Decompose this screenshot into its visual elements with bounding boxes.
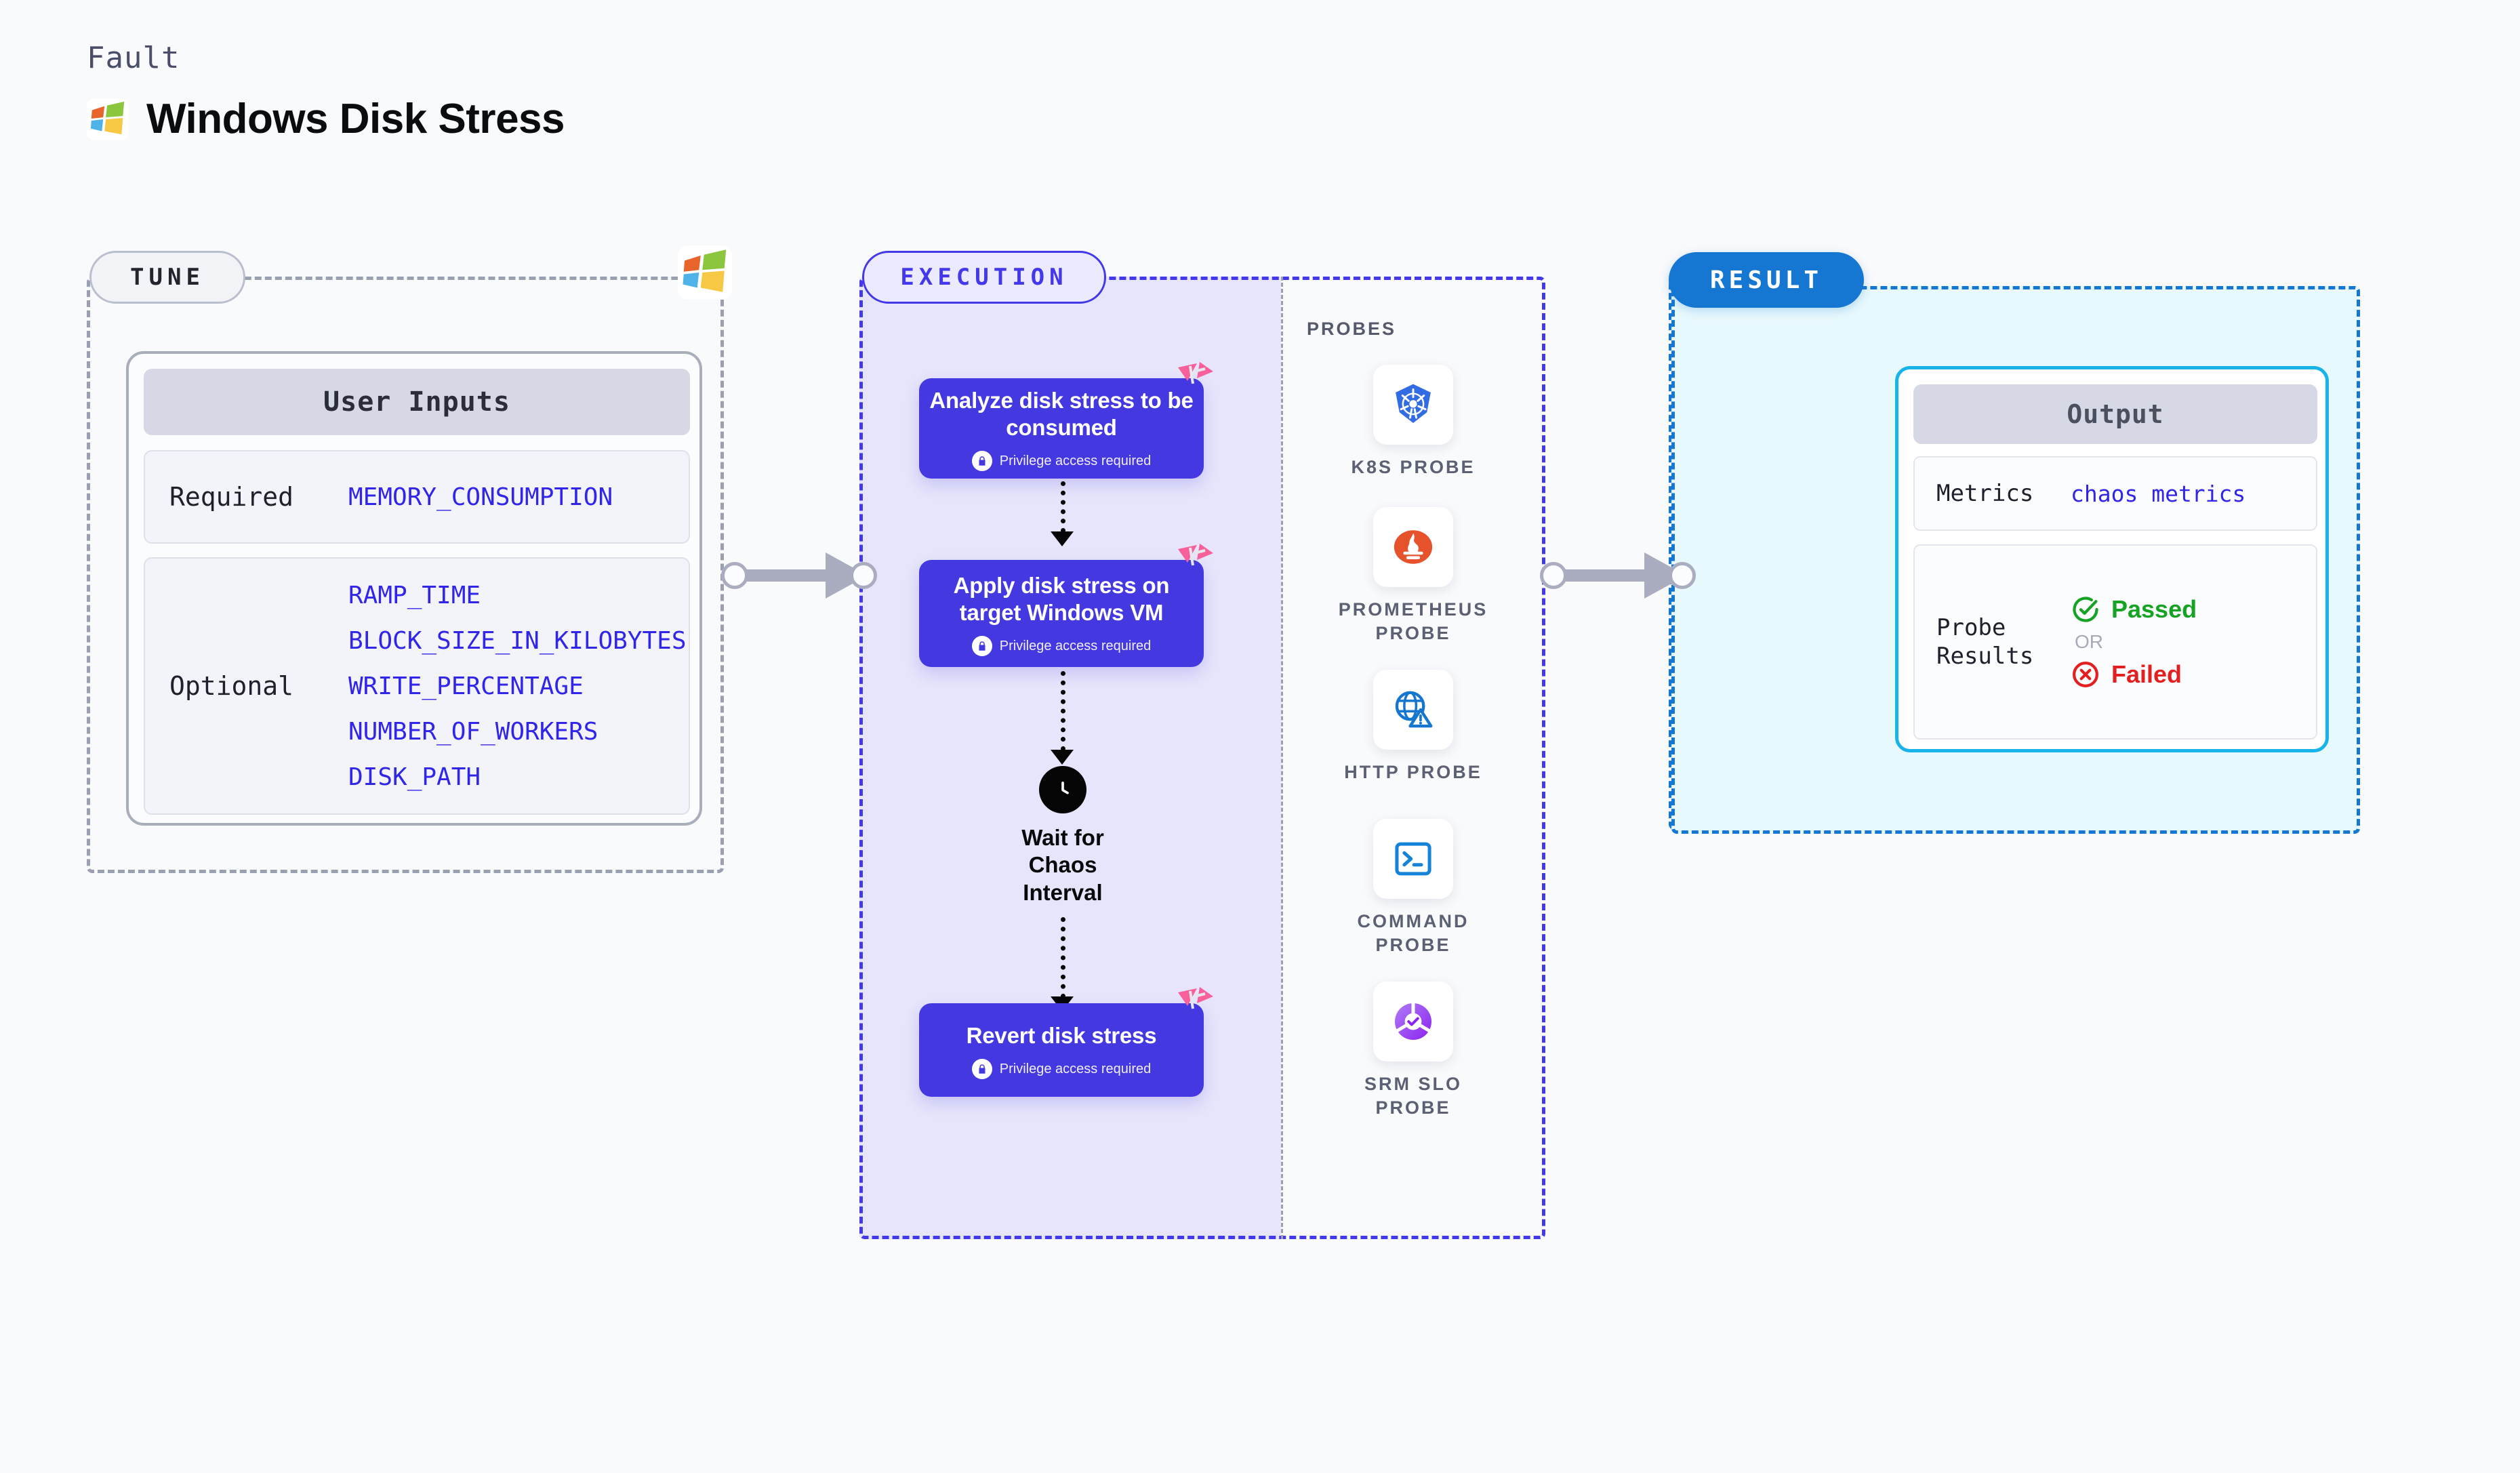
terminal-icon [1373, 819, 1453, 899]
privilege-text: Privilege access required [999, 638, 1152, 653]
output-card: Output Metrics chaos metrics Probe Resul… [1895, 366, 2329, 752]
srm-slo-icon [1373, 982, 1453, 1062]
input-name[interactable]: DISK_PATH [348, 763, 481, 791]
litmus-chaos-icon [1174, 542, 1216, 580]
execution-step[interactable]: Revert disk stress Privilege access requ… [919, 987, 1213, 1097]
connector-tune-to-execution [721, 552, 877, 599]
page-title: Windows Disk Stress [146, 96, 565, 142]
probe-result-failed: Failed [2071, 660, 2197, 689]
user-inputs-card: User Inputs Required MEMORY_CONSUMPTION … [126, 351, 702, 826]
windows-logo-icon [678, 245, 732, 303]
execution-panel: Analyze disk stress to be consumed Privi… [859, 277, 1545, 1239]
privilege-text: Privilege access required [999, 453, 1152, 468]
privilege-text: Privilege access required [999, 1061, 1152, 1076]
connector-knob-left [721, 562, 748, 589]
privilege-badge: Privilege access required [971, 1059, 1152, 1080]
check-circle-icon [2071, 594, 2100, 624]
clock-icon [1039, 766, 1086, 813]
probes-divider [1281, 277, 1283, 1239]
privilege-badge: Privilege access required [971, 451, 1152, 472]
http-globe-warning-icon [1373, 670, 1453, 750]
wait-for-chaos-interval-node: Wait for Chaos Interval [995, 766, 1131, 906]
execution-pill[interactable]: EXECUTION [862, 251, 1106, 304]
output-metrics-row: Metrics chaos metrics [1913, 456, 2317, 531]
user-inputs-title: User Inputs [144, 369, 690, 435]
step-title: Revert disk stress [966, 1022, 1157, 1048]
optional-inputs-row: Optional RAMP_TIME BLOCK_SIZE_IN_KILOBYT… [144, 557, 690, 815]
litmus-chaos-icon [1174, 986, 1216, 1024]
flow-connector-line [1061, 917, 1065, 998]
required-inputs-row: Required MEMORY_CONSUMPTION [144, 450, 690, 544]
connector-line [737, 569, 839, 582]
arrow-down-icon [1051, 750, 1074, 765]
connector-knob-left [1540, 562, 1567, 589]
execution-flow: Analyze disk stress to be consumed Privi… [888, 277, 1254, 1239]
metrics-value[interactable]: chaos metrics [2071, 480, 2246, 507]
input-name[interactable]: MEMORY_CONSUMPTION [348, 483, 613, 511]
probe-label: PROMETHEUS PROBE [1338, 599, 1488, 643]
lock-icon [971, 451, 992, 472]
probe-results-values: Passed OR Failed [2071, 594, 2197, 689]
tune-panel: User Inputs Required MEMORY_CONSUMPTION … [87, 277, 724, 873]
input-name[interactable]: RAMP_TIME [348, 581, 481, 609]
execution-step[interactable]: Apply disk stress on target Windows VM P… [919, 544, 1213, 667]
wait-label: Wait for Chaos Interval [1021, 825, 1104, 905]
execution-dashed-border [859, 277, 1545, 1239]
connector-knob-right [850, 562, 877, 589]
lock-icon [971, 1059, 992, 1080]
result-pill[interactable]: RESULT [1669, 252, 1864, 308]
passed-label: Passed [2111, 595, 2197, 623]
prometheus-icon [1373, 507, 1453, 587]
probe-item-command[interactable]: COMMAND PROBE [1324, 819, 1502, 956]
probe-item-k8s[interactable]: K8S PROBE [1324, 365, 1502, 479]
probe-item-srm-slo[interactable]: SRM SLO PROBE [1324, 982, 1502, 1119]
step-title: Analyze disk stress to be consumed [929, 387, 1194, 440]
connector-knob-right [1669, 562, 1696, 589]
probe-result-passed: Passed [2071, 594, 2197, 624]
kubernetes-icon [1373, 365, 1453, 445]
input-name[interactable]: NUMBER_OF_WORKERS [348, 717, 598, 746]
probe-label: K8S PROBE [1351, 457, 1476, 477]
probe-label: SRM SLO PROBE [1364, 1074, 1462, 1118]
privilege-badge: Privilege access required [971, 636, 1152, 657]
required-values: MEMORY_CONSUMPTION [348, 483, 613, 511]
page-kicker: Fault [87, 41, 180, 75]
step-title: Apply disk stress on target Windows VM [953, 572, 1170, 625]
output-probe-results-row: Probe Results Passed OR [1913, 544, 2317, 740]
probes-heading: PROBES [1307, 319, 1397, 339]
x-circle-icon [2071, 660, 2100, 689]
probe-label: HTTP PROBE [1344, 762, 1482, 782]
input-name[interactable]: WRITE_PERCENTAGE [348, 672, 584, 700]
result-output-panel: Output Metrics chaos metrics Probe Resul… [1671, 286, 2360, 834]
arrow-down-icon [1051, 531, 1074, 546]
metrics-label: Metrics [1936, 479, 2034, 507]
probe-results-label: Probe Results [1936, 613, 2034, 670]
windows-logo-icon [87, 98, 129, 140]
failed-label: Failed [2111, 660, 2182, 688]
output-title: Output [1913, 384, 2317, 444]
probe-label: COMMAND PROBE [1357, 911, 1469, 955]
lock-icon [971, 636, 992, 657]
execution-step[interactable]: Analyze disk stress to be consumed Privi… [919, 362, 1213, 479]
litmus-chaos-icon [1174, 361, 1216, 399]
input-name[interactable]: BLOCK_SIZE_IN_KILOBYTES [348, 626, 687, 655]
connector-line [1556, 569, 1658, 582]
or-separator: OR [2075, 631, 2103, 652]
connector-execution-to-result [1540, 552, 1696, 599]
page-header: Windows Disk Stress [87, 95, 565, 143]
flow-connector-line [1061, 671, 1065, 751]
optional-values: RAMP_TIME BLOCK_SIZE_IN_KILOBYTES WRITE_… [348, 582, 687, 791]
flow-connector-line [1061, 481, 1065, 533]
probe-item-http[interactable]: HTTP PROBE [1324, 670, 1502, 784]
tune-pill[interactable]: TUNE [89, 251, 245, 304]
probe-item-prometheus[interactable]: PROMETHEUS PROBE [1324, 507, 1502, 645]
optional-label: Optional [169, 671, 294, 701]
required-label: Required [169, 482, 294, 512]
